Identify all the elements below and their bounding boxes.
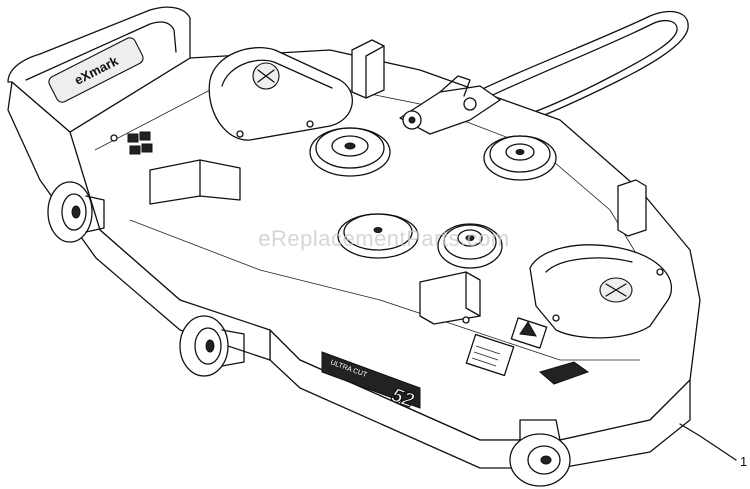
rear-mount-bracket <box>351 39 385 99</box>
watermark-text: eReplacementParts.com <box>258 226 509 251</box>
left-belt-cover <box>208 46 353 141</box>
right-spindle-cover <box>529 244 673 339</box>
vent-grid-left <box>127 131 153 155</box>
front-mount-bracket <box>419 271 481 325</box>
caster-wheel-front-left <box>179 315 245 377</box>
model-decal: ULTRA CUT 52 <box>321 351 421 413</box>
center-pulley-front <box>337 213 419 259</box>
idler-pulley <box>483 135 557 181</box>
right-pulley <box>437 223 503 269</box>
drive-belt <box>467 10 689 129</box>
callout-label: 1 <box>740 454 747 469</box>
center-pulley-rear <box>309 127 391 177</box>
idler-arm <box>399 75 501 135</box>
callout-1: 1 <box>679 423 747 469</box>
caster-wheel-rear-left <box>47 181 105 243</box>
caster-wheel-front-right <box>509 419 571 487</box>
left-mount-bracket <box>149 159 241 205</box>
warning-decals <box>465 317 590 385</box>
right-mount-bracket <box>617 179 647 237</box>
hardware-bolts <box>110 120 664 324</box>
